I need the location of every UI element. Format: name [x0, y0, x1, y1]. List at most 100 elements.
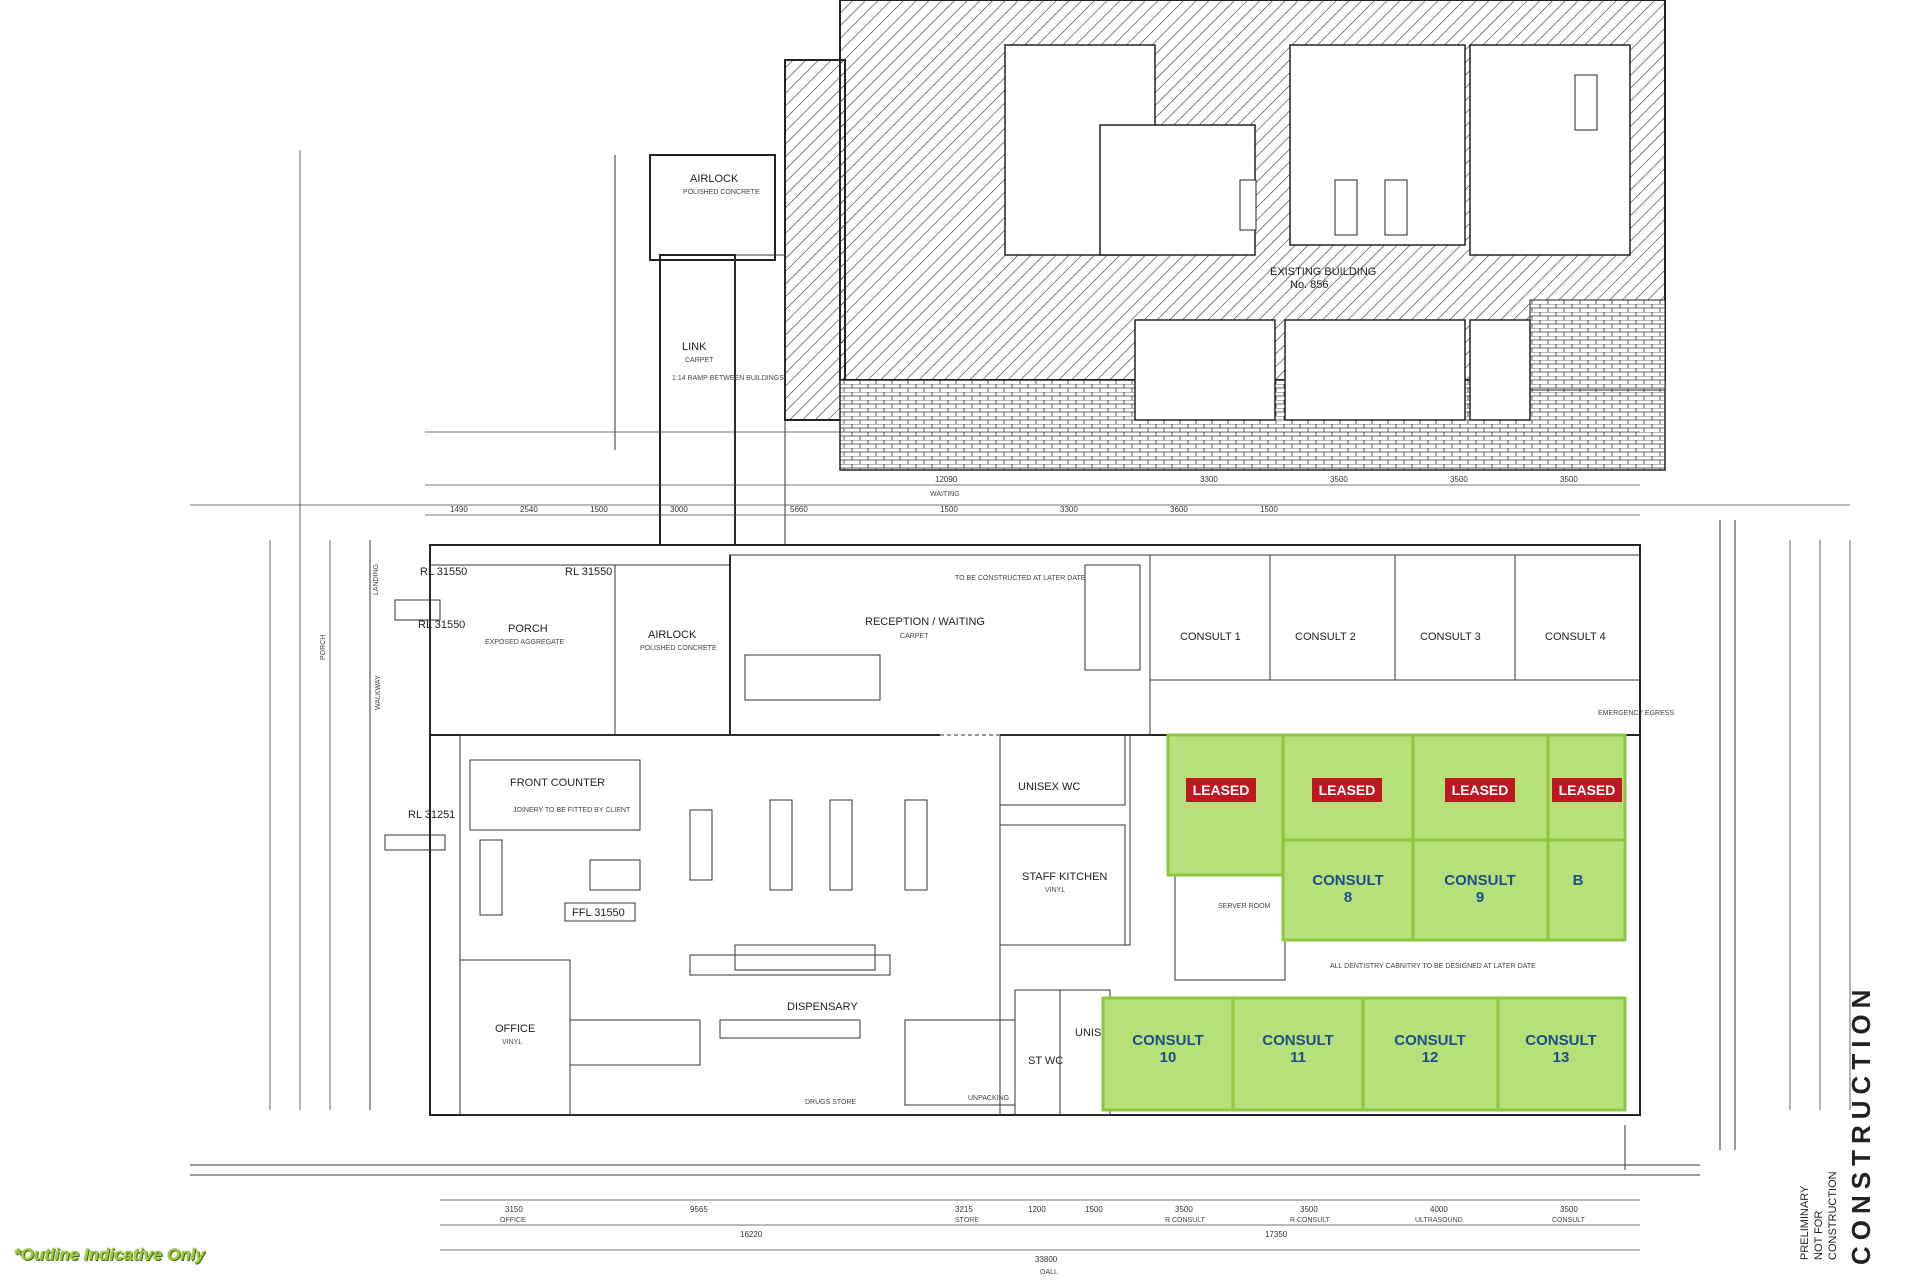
svg-text:3500: 3500: [1175, 1205, 1193, 1214]
svg-text:4000: 4000: [1430, 1205, 1448, 1214]
leased-label: LEASED: [1319, 782, 1376, 798]
landing-label: LANDING: [373, 564, 380, 595]
bottom-dimensions: 3150 9565 3215 1200 1500 3500 3500 4000 …: [440, 1199, 1640, 1276]
svg-text:3500: 3500: [1450, 475, 1468, 484]
dentistry-note: ALL DENTISTRY CABNITRY TO BE DESIGNED AT…: [1330, 963, 1536, 970]
svg-text:3500: 3500: [1560, 475, 1578, 484]
ffl-label: FFL 31550: [572, 907, 625, 919]
svg-text:3000: 3000: [670, 505, 688, 514]
svg-text:1200: 1200: [1028, 1205, 1046, 1214]
consult-1-label: CONSULT 1: [1180, 631, 1241, 643]
leased-badge: [1312, 778, 1382, 802]
office-label: OFFICE: [495, 1023, 535, 1035]
consult-9-label: CONSULT: [1444, 872, 1515, 889]
consult-8-label: CONSULT: [1312, 872, 1383, 889]
ramp-note: 1:14 RAMP BETWEEN BUILDINGS: [672, 375, 784, 382]
existing-building: EXISTING BUILDING No. 856: [784, 0, 1666, 471]
svg-text:1490: 1490: [450, 505, 468, 514]
consult-9-number: 9: [1476, 889, 1484, 906]
level-1: RL 31550: [420, 566, 467, 578]
svg-text:3300: 3300: [1200, 475, 1218, 484]
svg-text:3500: 3500: [1330, 475, 1348, 484]
svg-text:1500: 1500: [1085, 1205, 1103, 1214]
staff-kitchen-finish: VINYL: [1045, 887, 1065, 894]
consult-12-number: 12: [1422, 1049, 1439, 1066]
consult-10-number: 10: [1160, 1049, 1177, 1066]
svg-text:3215: 3215: [955, 1205, 973, 1214]
outline-footnote: *Outline Indicative Only: [14, 1245, 205, 1264]
reception-label: RECEPTION / WAITING: [865, 616, 985, 628]
link-finish: CARPET: [685, 357, 714, 364]
airlock-top-label: AIRLOCK: [690, 173, 739, 185]
leased-badge: [1186, 778, 1256, 802]
consult-11-label: CONSULT: [1262, 1032, 1333, 1049]
stamp-line-3: CONSTRUCTION: [1827, 1171, 1839, 1260]
level-3: RL 31550: [418, 619, 465, 631]
emergency-egress-note: EMERGENCY EGRESS: [1598, 710, 1674, 717]
drugs-store-label: DRUGS STORE: [805, 1099, 857, 1106]
svg-text:1500: 1500: [590, 505, 608, 514]
staff-kitchen-label: STAFF KITCHEN: [1022, 871, 1107, 883]
airlock-top-finish: POLISHED CONCRETE: [683, 189, 760, 196]
svg-text:STORE: STORE: [955, 1217, 979, 1224]
waiting-label: WAITING: [930, 491, 960, 498]
front-counter-label: FRONT COUNTER: [510, 777, 605, 789]
svg-text:R.CONSULT: R.CONSULT: [1290, 1217, 1331, 1224]
new-building: [190, 520, 1736, 1176]
top-dimensions: 1490 2540 1500 3000 5660 1500 3300 3600 …: [190, 150, 1851, 1110]
consult-4-label: CONSULT 4: [1545, 631, 1606, 643]
consult-13-label: CONSULT: [1525, 1032, 1596, 1049]
svg-text:16220: 16220: [740, 1230, 763, 1239]
leased-label: LEASED: [1193, 782, 1250, 798]
leased-label: LEASED: [1452, 782, 1509, 798]
svg-text:OALL: OALL: [1040, 1269, 1058, 1276]
porch-side-label: PORCH: [320, 635, 327, 660]
svg-text:12090: 12090: [935, 475, 958, 484]
consult-12-label: CONSULT: [1394, 1032, 1465, 1049]
room-b-label: B: [1573, 872, 1584, 889]
svg-text:CONSULT: CONSULT: [1552, 1217, 1586, 1224]
svg-text:R.CONSULT: R.CONSULT: [1165, 1217, 1206, 1224]
unpacking-label: UNPACKING: [968, 1095, 1009, 1102]
room-labels: PORCH EXPOSED AGGREGATE AIRLOCK POLISHED…: [320, 564, 1674, 1106]
walkway-label: WALKWAY: [375, 675, 382, 710]
svg-text:5660: 5660: [790, 505, 808, 514]
svg-text:3150: 3150: [505, 1205, 523, 1214]
office-finish: VINYL: [502, 1039, 522, 1046]
svg-text:3300: 3300: [1060, 505, 1078, 514]
svg-text:3500: 3500: [1560, 1205, 1578, 1214]
porch-finish: EXPOSED AGGREGATE: [485, 639, 565, 646]
stamp-line-2: NOT FOR: [1813, 1211, 1825, 1260]
st-wc-label: ST WC: [1028, 1055, 1063, 1067]
porch-label: PORCH: [508, 623, 548, 635]
svg-text:1500: 1500: [1260, 505, 1278, 514]
svg-text:OFFICE: OFFICE: [500, 1217, 526, 1224]
stamp-construction: CONSTRUCTION: [1846, 984, 1876, 1265]
unisex-wc-label: UNISEX WC: [1018, 781, 1080, 793]
preliminary-stamp: PRELIMINARY NOT FOR CONSTRUCTION CONSTRU…: [1799, 984, 1876, 1265]
consult-10-label: CONSULT: [1132, 1032, 1203, 1049]
airlock-label: AIRLOCK: [648, 629, 697, 641]
svg-text:9565: 9565: [690, 1205, 708, 1214]
svg-text:1500: 1500: [940, 505, 958, 514]
link-structure: AIRLOCK POLISHED CONCRETE LINK CARPET 1:…: [614, 154, 786, 546]
existing-building-number: No. 856: [1290, 279, 1329, 291]
svg-text:ULTRASOUND: ULTRASOUND: [1415, 1217, 1463, 1224]
leased-label: LEASED: [1559, 782, 1616, 798]
consult-overlay-bottom: CONSULT 10 CONSULT 11 CONSULT 12 CONSULT…: [1101, 996, 1627, 1112]
consult-11-number: 11: [1290, 1049, 1306, 1066]
reception-finish: CARPET: [900, 633, 929, 640]
joinery-note: JOINERY TO BE FITTED BY CLIENT: [513, 807, 631, 814]
dispensary-label: DISPENSARY: [787, 1001, 858, 1013]
leased-badge: [1552, 778, 1622, 802]
consult-13-number: 13: [1553, 1049, 1570, 1066]
reception-note: TO BE CONSTRUCTED AT LATER DATE: [955, 575, 1086, 582]
server-room-label: SERVER ROOM: [1218, 903, 1271, 910]
svg-text:2540: 2540: [520, 505, 538, 514]
consult-3-label: CONSULT 3: [1420, 631, 1481, 643]
leased-overlay: LEASED LEASED LEASED LEASED CONSULT 8 CO…: [1166, 733, 1627, 942]
leased-badge: [1445, 778, 1515, 802]
level-2: RL 31550: [565, 566, 612, 578]
stamp-line-1: PRELIMINARY: [1799, 1185, 1811, 1260]
